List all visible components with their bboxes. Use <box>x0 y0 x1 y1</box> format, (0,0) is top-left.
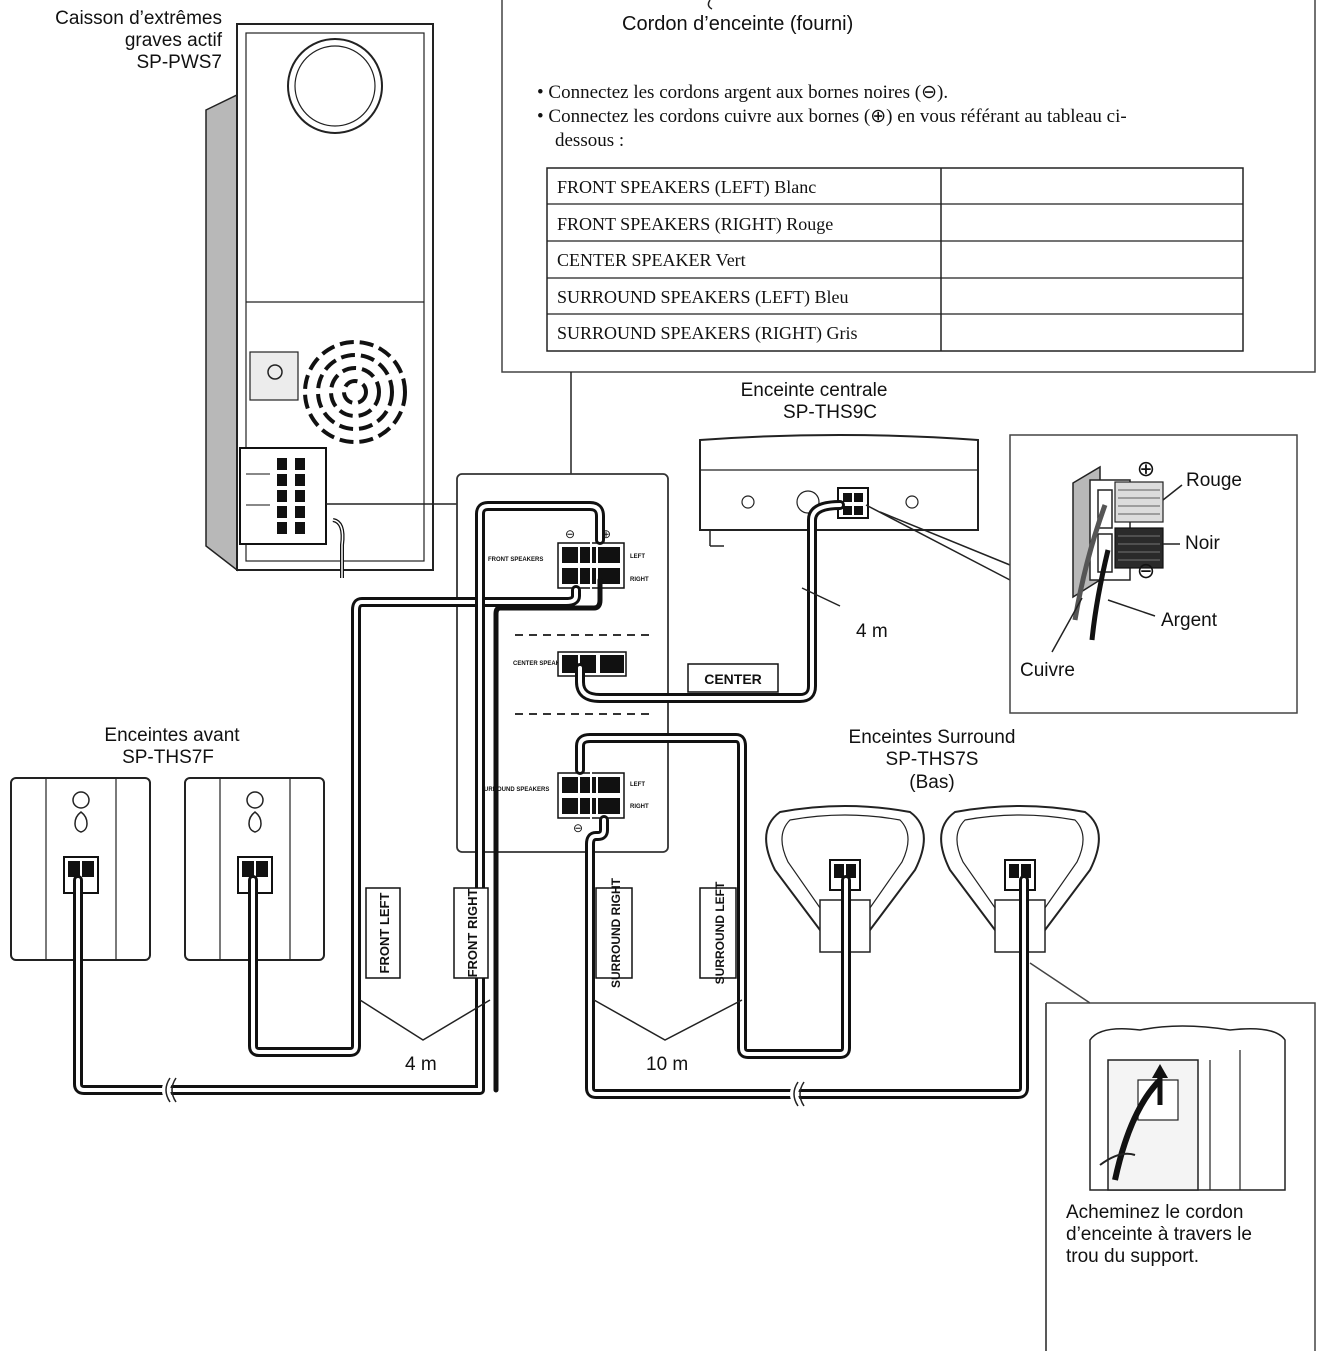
front-left-tag-cable: FRONT LEFT <box>377 893 392 974</box>
terminal-panel-zoom: FRONT SPEAKERS ⊖ ⊕ LEFT RIGHT CENTER SPE… <box>456 473 669 853</box>
subwoofer-model: SP-PWS7 <box>136 52 222 73</box>
detail-cuivre-label: Cuivre <box>1020 660 1075 681</box>
bracket-note-line2: d’enceinte à travers le <box>1066 1224 1252 1245</box>
front-speaker-right <box>184 777 325 961</box>
table-row-label: CENTER SPEAKER Vert <box>557 250 746 270</box>
front-speaker-left <box>10 777 151 961</box>
front-left-tag: LEFT <box>630 554 645 560</box>
front-length: 4 m <box>405 1054 437 1075</box>
surround-speakers: Enceintes Surround SP-THS7S (Bas) <box>765 727 1100 953</box>
cable-tags: CENTER FRONT LEFT FRONT RIGHT SURROUND R… <box>365 663 779 988</box>
surround-left-tag-cable: SURROUND LEFT <box>713 881 727 984</box>
detail-plus-symbol: ⊕ <box>1137 456 1155 481</box>
center-terminals <box>557 651 627 677</box>
subwoofer-label-line1: Caisson d’extrêmes <box>55 8 222 29</box>
cord-label: Cordon d’enceinte (fourni) <box>622 13 853 35</box>
surround-terminals <box>557 770 625 822</box>
front-plus-symbol: ⊕ <box>601 527 611 541</box>
bracket-note-line1: Acheminez le cordon <box>1066 1202 1243 1223</box>
surround-position: (Bas) <box>909 772 954 793</box>
table-row-label: FRONT SPEAKERS (RIGHT) Rouge <box>557 214 833 235</box>
detail-minus-symbol: ⊖ <box>1137 558 1155 583</box>
center-length: 4 m <box>856 621 888 642</box>
surround-left-tag: LEFT <box>630 782 645 788</box>
front-terminals <box>557 540 625 592</box>
panel-front-label: FRONT SPEAKERS <box>488 557 543 563</box>
front-minus-symbol: ⊖ <box>565 527 575 541</box>
surround-label-line1: Enceintes Surround <box>849 727 1016 748</box>
center-speaker: Enceinte centrale SP-THS9C <box>699 380 979 547</box>
surround-minus-symbol: ⊖ <box>573 821 583 835</box>
fan-grille-icon <box>303 340 407 444</box>
detail-noir-label: Noir <box>1185 533 1221 554</box>
front-right-tag-cable: FRONT RIGHT <box>465 889 480 978</box>
surround-left-cable <box>585 815 1029 1099</box>
front-speakers: Enceintes avant SP-THS7F <box>10 725 325 961</box>
surround-right-cable <box>575 733 851 1059</box>
center-cable <box>575 500 845 703</box>
surround-right-tag: RIGHT <box>630 804 649 810</box>
surround-model: SP-THS7S <box>886 749 979 770</box>
front-right-tag: RIGHT <box>630 577 649 583</box>
panel-center-label: CENTER SPEAKER <box>513 661 569 667</box>
table-row-label: FRONT SPEAKERS (LEFT) Blanc <box>557 177 816 198</box>
instruction-bullet-2: • Connectez les cordons cuivre aux borne… <box>537 106 1127 127</box>
subwoofer: Caisson d’extrêmes graves actif SP-PWS7 <box>55 8 434 578</box>
front-label-line1: Enceintes avant <box>104 725 240 746</box>
color-table: FRONT SPEAKERS (LEFT) Blanc FRONT SPEAKE… <box>546 167 1244 352</box>
table-row-label: SURROUND SPEAKERS (LEFT) Bleu <box>557 287 849 308</box>
terminal-detail-box: ⊕ ⊖ Rouge Noir Argent Cuivre <box>1009 434 1298 714</box>
length-indicators: 4 m 4 m 10 m <box>359 587 888 1075</box>
cables <box>73 500 1029 1107</box>
subwoofer-knob <box>267 364 283 380</box>
instruction-box: Cordon d’enceinte (fourni) • Connectez l… <box>501 0 1316 373</box>
subwoofer-label-line2: graves actif <box>125 30 223 51</box>
subwoofer-port <box>287 38 383 134</box>
bracket-note-line3: trou du support. <box>1066 1246 1199 1267</box>
detail-argent-label: Argent <box>1161 610 1218 631</box>
center-label-line1: Enceinte centrale <box>741 380 888 401</box>
table-row-label: SURROUND SPEAKERS (RIGHT) Gris <box>557 323 858 344</box>
detail-rouge-label: Rouge <box>1186 470 1242 491</box>
front-model: SP-THS7F <box>122 747 214 768</box>
front-right-cable <box>73 501 605 1095</box>
bracket-note-box: Acheminez le cordon d’enceinte à travers… <box>1029 962 1316 1351</box>
instruction-bullet-2-cont: dessous : <box>555 130 624 151</box>
surround-length: 10 m <box>646 1054 688 1075</box>
front-left-cable <box>248 585 581 1057</box>
center-model: SP-THS9C <box>783 402 877 423</box>
panel-surround-label: SURROUND SPEAKERS <box>480 787 549 793</box>
instruction-bullet-1: • Connectez les cordons argent aux borne… <box>537 82 948 103</box>
surround-right-tag-cable: SURROUND RIGHT <box>609 877 623 988</box>
center-tag: CENTER <box>704 671 762 687</box>
